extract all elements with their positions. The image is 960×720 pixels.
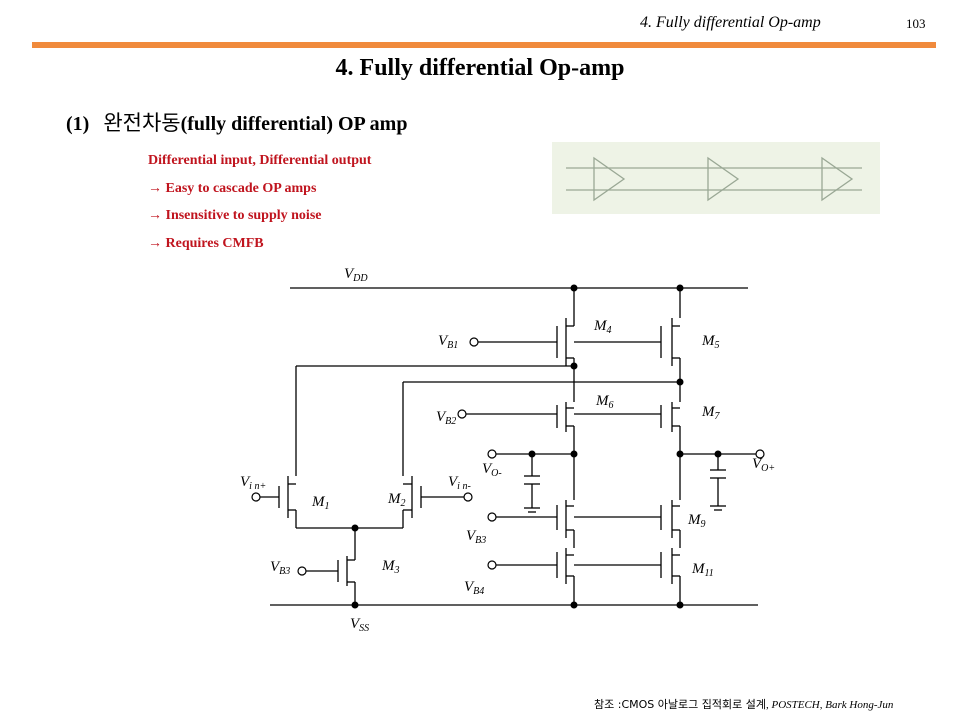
- junction-dot-icon: [570, 601, 578, 609]
- label-vdd: VDD: [344, 266, 368, 284]
- label-vb3-right: VB3: [466, 528, 486, 546]
- label-vo-minus: VO-: [482, 461, 502, 479]
- label-vin-minus: Vi n-: [448, 474, 471, 492]
- terminal-node-icon: [297, 566, 307, 576]
- junction-dot-icon: [676, 601, 684, 609]
- bullet-item: → Requires CMFB: [148, 235, 264, 251]
- section-heading: (1) 완전차동(fully differential) OP amp: [66, 107, 407, 137]
- label-vo-plus: VO+: [752, 456, 775, 474]
- terminal-node-icon: [755, 449, 765, 459]
- header-rule: [32, 42, 936, 48]
- label-m5: M5: [701, 333, 720, 351]
- footer-prefix: 참조 :CMOS: [594, 698, 658, 711]
- label-m2: M2: [387, 491, 406, 509]
- junction-dot-icon: [676, 378, 684, 386]
- junction-dot-icon: [570, 284, 578, 292]
- junction-dot-icon: [676, 284, 684, 292]
- label-vin-plus: Vi n+: [240, 474, 266, 492]
- label-vb2: VB2: [436, 409, 456, 427]
- terminal-node-icon: [457, 409, 467, 419]
- slide-title: 4. Fully differential Op-amp: [335, 55, 625, 81]
- bullet-item: Differential input, Differential output: [148, 153, 372, 168]
- terminal-node-icon: [251, 492, 261, 502]
- bullet-item: → Easy to cascade OP amps: [148, 180, 317, 196]
- terminal-node-icon: [487, 560, 497, 570]
- label-m9: M9: [687, 512, 706, 530]
- label-m11: M11: [691, 561, 714, 579]
- section-english: (fully differential) OP amp: [180, 113, 408, 135]
- page-number: 103: [906, 16, 926, 31]
- label-m4: M4: [593, 318, 612, 336]
- terminal-node-icon: [487, 512, 497, 522]
- bullet-item: → Insensitive to supply noise: [148, 208, 322, 223]
- footer-note: 참조 :CMOS 아날로그 집적회로 설계, POSTECH, Bark Hon…: [594, 696, 893, 712]
- amplifier-triangle-icon: [593, 156, 626, 202]
- section-korean: 완전차동: [103, 111, 181, 135]
- section-number: (1): [66, 113, 90, 135]
- footer-korean: 아날로그 집적회로 설계: [657, 698, 766, 711]
- junction-dot-icon: [676, 450, 684, 458]
- terminal-node-icon: [487, 449, 497, 459]
- label-m1: M1: [311, 494, 330, 512]
- label-vss: VSS: [350, 616, 369, 634]
- amplifier-triangle-icon: [707, 156, 740, 202]
- junction-dot-icon: [570, 362, 578, 370]
- label-vb4: VB4: [464, 579, 484, 597]
- header-title: 4. Fully differential Op-amp: [640, 14, 821, 31]
- junction-dot-icon: [351, 601, 359, 609]
- junction-dot-icon: [351, 524, 359, 532]
- terminal-node-icon: [469, 337, 479, 347]
- footer-suffix: , POSTECH, Bark Hong-Jun: [765, 699, 894, 711]
- bullet-list: Differential input, Differential output …: [148, 150, 371, 260]
- label-m3: M3: [381, 558, 400, 576]
- label-m7: M7: [701, 404, 721, 422]
- junction-dot-icon: [714, 450, 722, 458]
- amplifier-triangle-icon: [821, 156, 854, 202]
- label-vb1: VB1: [438, 333, 458, 351]
- label-m6: M6: [595, 393, 614, 411]
- cascade-figure: [552, 142, 880, 214]
- junction-dot-icon: [570, 450, 578, 458]
- terminal-node-icon: [463, 492, 473, 502]
- junction-dot-icon: [528, 450, 536, 458]
- label-vb3-left: VB3: [270, 559, 290, 577]
